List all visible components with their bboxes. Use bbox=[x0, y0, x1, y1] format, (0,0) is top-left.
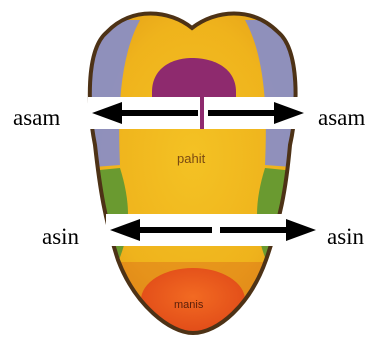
label-bitter: pahit bbox=[177, 152, 205, 165]
label-sweet: manis bbox=[174, 300, 203, 311]
label-sour-left: asam bbox=[13, 106, 60, 129]
label-sour-right: asam bbox=[318, 106, 365, 129]
label-salty-left: asin bbox=[42, 225, 79, 248]
label-salty-right: asin bbox=[327, 225, 364, 248]
